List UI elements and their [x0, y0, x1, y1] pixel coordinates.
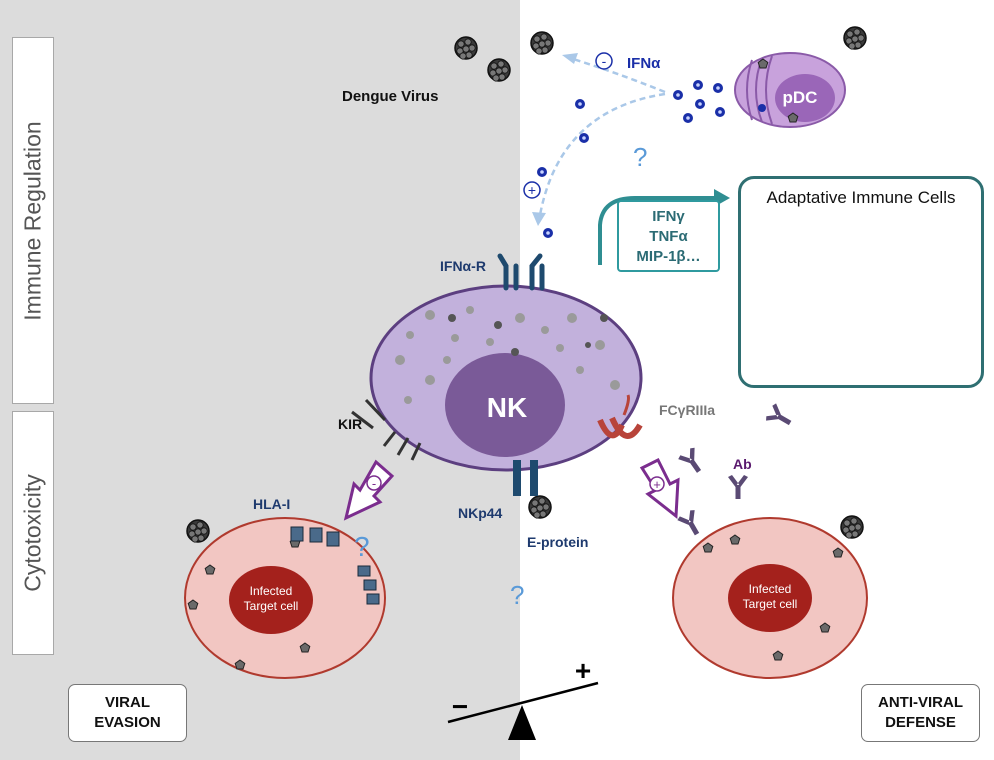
activation-arrow — [639, 457, 680, 519]
inhibition-arrow — [343, 459, 395, 521]
ifn-arrow-head-up — [562, 53, 578, 64]
infected-target-cell-left — [184, 517, 386, 679]
left-infected-line1: Infected — [250, 584, 293, 598]
cytokine-box: IFNγ TNFα MIP-1β… — [617, 200, 720, 272]
hla-i-molecules — [290, 526, 380, 605]
kir-receptors — [351, 398, 422, 461]
fcgr-label: FCγRIIIa — [659, 402, 715, 418]
immune-regulation-label: Immune Regulation — [19, 120, 46, 321]
cytokine-tnfa: TNFα — [649, 228, 688, 245]
nkp44-receptor — [513, 460, 538, 496]
hla-label: HLA-I — [253, 496, 290, 512]
anti-viral-defense-box: ANTI-VIRAL DEFENSE — [861, 684, 980, 742]
ifna-receptor — [497, 253, 545, 291]
fcgr-receptor — [597, 394, 643, 439]
dengue-virus-label: Dengue Virus — [342, 88, 438, 105]
balance-scale — [447, 681, 599, 740]
inhibition-sign: - — [372, 476, 376, 491]
right-infected-line1: Infected — [749, 582, 792, 596]
cytokine-ifng: IFNγ — [652, 208, 685, 225]
ifn-plus-text: + — [528, 182, 536, 198]
cytokine-arrow — [598, 196, 718, 265]
viral-evasion-line2: EVASION — [94, 714, 161, 731]
question-mark-bottom: ? — [510, 580, 524, 610]
ifn-activate-sign — [523, 181, 541, 199]
question-mark-top: ? — [633, 142, 647, 172]
viral-evasion-box: VIRAL EVASION — [68, 684, 187, 742]
ifna-label: IFNα — [627, 55, 661, 72]
activation-sign: + — [653, 477, 661, 492]
nk-label: NK — [487, 392, 527, 423]
nkp44-label: NKp44 — [458, 505, 503, 521]
pdc-cell — [734, 52, 846, 128]
ifn-dashed-arrow-down — [538, 92, 666, 216]
e-protein-label: E-protein — [527, 534, 588, 550]
balance-minus: − — [452, 691, 468, 722]
question-mark-hla: ? — [354, 531, 370, 562]
pdc-label: pDC — [783, 88, 818, 107]
adaptive-immune-title: Adaptative Immune Cells — [766, 188, 956, 207]
cytokine-mip1b: MIP-1β… — [636, 248, 701, 265]
ifna-r-label: IFNα-R — [440, 258, 486, 274]
ifn-arrow-head-down — [532, 212, 546, 226]
anti-viral-line2: DEFENSE — [885, 714, 956, 731]
balance-plus: + — [575, 655, 591, 686]
adaptive-immune-box: Adaptative Immune Cells — [738, 176, 984, 388]
ab-label: Ab — [733, 456, 752, 472]
infected-target-cell-right — [672, 517, 868, 679]
nk-cell — [369, 284, 643, 472]
viral-evasion-line1: VIRAL — [105, 694, 150, 711]
kir-label: KIR — [338, 416, 362, 432]
immune-regulation-sidebar: Immune Regulation — [12, 37, 54, 404]
left-infected-line2: Target cell — [244, 599, 299, 613]
ifn-inhibit-sign — [595, 52, 613, 70]
ifn-minus-text: - — [602, 53, 607, 69]
ifn-dashed-arrow-up — [569, 56, 666, 94]
anti-viral-line1: ANTI-VIRAL — [878, 694, 963, 711]
cytotoxicity-sidebar: Cytotoxicity — [12, 411, 54, 655]
cytotoxicity-label: Cytotoxicity — [19, 474, 46, 592]
right-infected-line2: Target cell — [743, 597, 798, 611]
